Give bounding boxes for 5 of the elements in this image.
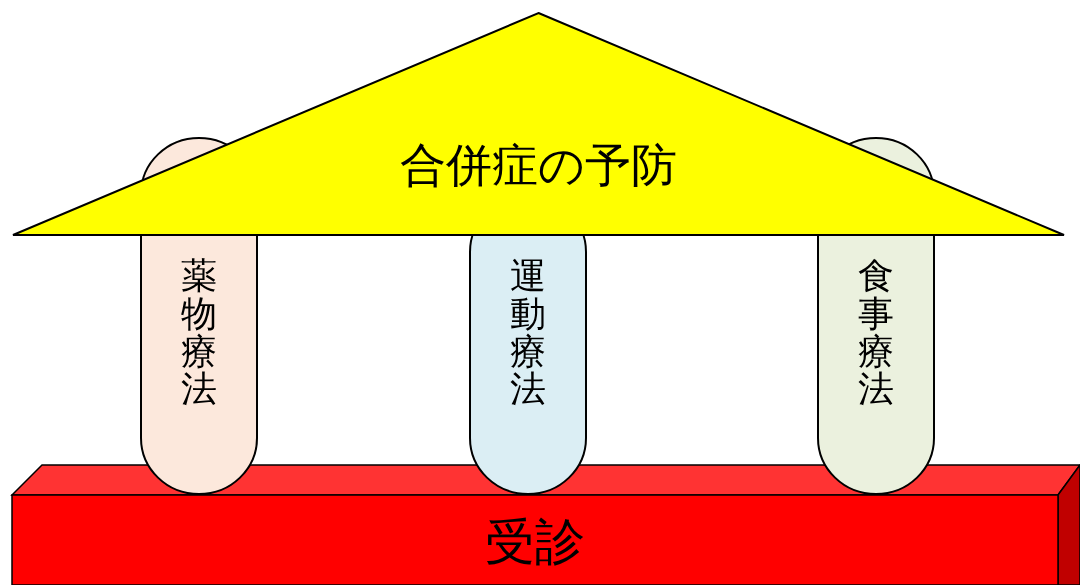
node-label: 受診 (485, 517, 585, 567)
node-label: 食事療法 (858, 257, 894, 409)
node-label: 合併症の予防 (400, 142, 677, 188)
node-label: 薬物療法 (181, 257, 217, 409)
node-label: 運動療法 (510, 257, 546, 409)
